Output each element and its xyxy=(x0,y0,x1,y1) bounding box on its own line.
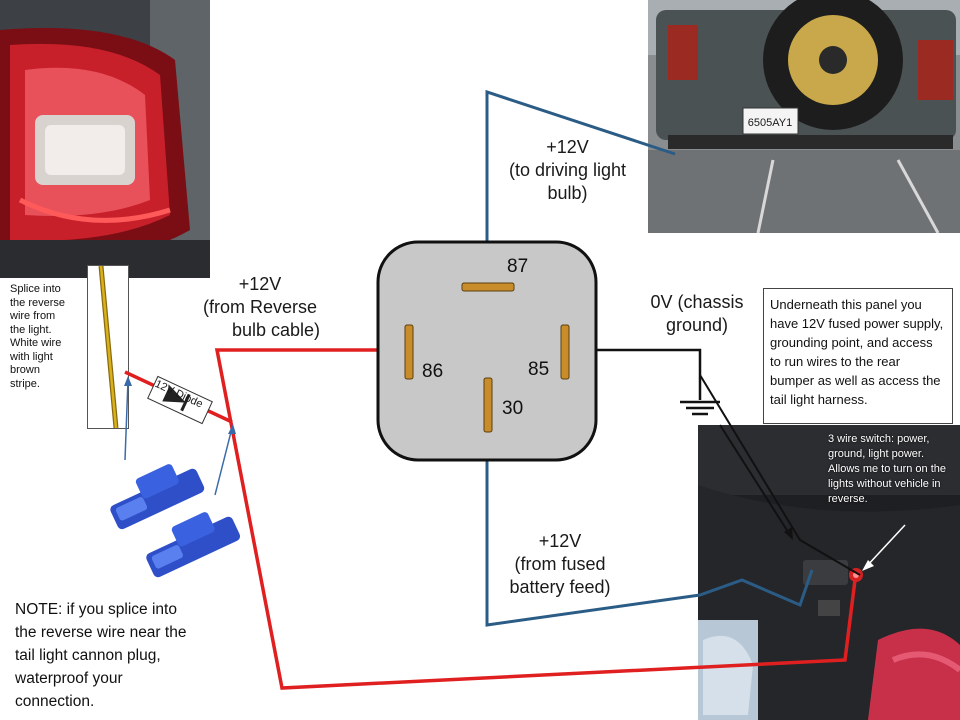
relay-body xyxy=(376,240,598,462)
pin-87 xyxy=(461,282,515,292)
diode-symbol xyxy=(147,375,213,425)
connector-pointer-left xyxy=(124,379,129,461)
license-plate-text: 6505AY1 xyxy=(748,117,792,129)
ground-label: 0V (chassis ground) xyxy=(650,292,744,335)
ground-symbol xyxy=(680,400,720,416)
tail-light-photo xyxy=(0,0,210,278)
switch-ground-wire xyxy=(699,374,861,576)
switch-note: 3 wire switch: power, ground, light powe… xyxy=(828,433,947,505)
reverse-feed-wire xyxy=(214,348,857,690)
battery-feed-wire xyxy=(485,432,814,627)
driving-light-label: +12V (to driving light bulb) xyxy=(508,137,627,203)
splice-connectors-photo xyxy=(100,455,250,580)
pin-86 xyxy=(404,324,414,380)
waterproof-note: NOTE: if you splice into the reverse wir… xyxy=(15,601,187,710)
panel-arrow-1 xyxy=(719,424,791,536)
pin-87-label: 87 xyxy=(507,256,529,277)
pin-85-label: 85 xyxy=(528,359,550,380)
battery-label: +12V (from fused battery feed) xyxy=(509,531,611,597)
pin-85 xyxy=(560,324,570,380)
pin-30 xyxy=(483,377,493,433)
connector-pointer-right xyxy=(214,427,233,496)
interior-panel-photo xyxy=(698,425,960,720)
pin-30-label: 30 xyxy=(502,398,524,419)
ground-wire xyxy=(567,348,702,400)
jeep-rear-photo: 6505AY1 xyxy=(648,0,960,233)
splice-wire-photo xyxy=(87,265,129,429)
splice-note: Splice into the reverse wire from the li… xyxy=(10,283,66,390)
panel-note-box: Underneath this panel you have 12V fused… xyxy=(763,288,953,424)
pin-86-label: 86 xyxy=(422,361,444,382)
reverse-label: +12V (from Reverse bulb cable) xyxy=(202,274,321,340)
driving-light-wire xyxy=(485,89,676,283)
switch-arrow xyxy=(865,524,906,568)
